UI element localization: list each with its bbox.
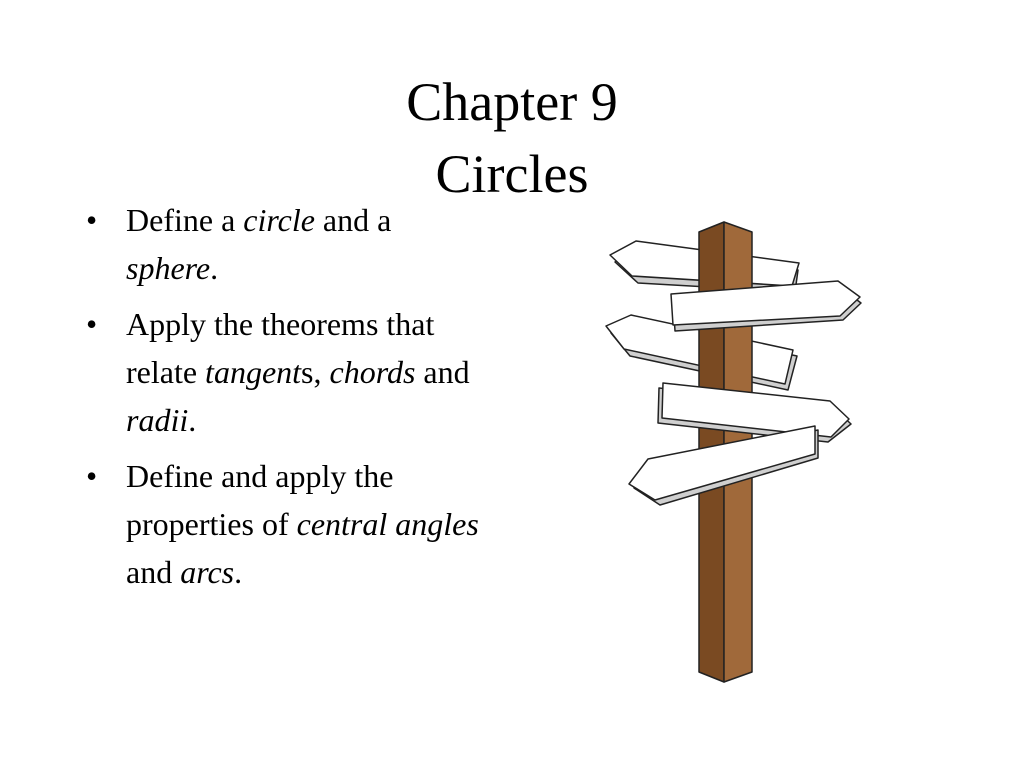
bullet-text: . <box>210 250 219 286</box>
slide-title: Chapter 9 Circles <box>0 66 1024 210</box>
bullet-item-3: • Define and apply the properties of cen… <box>86 452 486 596</box>
bullet-text: and <box>126 554 181 590</box>
bullet-emphasis: chords <box>329 354 416 390</box>
bullet-emphasis: sphere <box>126 250 211 286</box>
signpost-icon <box>605 221 862 683</box>
bullet-text: . <box>234 554 243 590</box>
bullet-marker: • <box>86 306 98 342</box>
bullet-emphasis: circle <box>243 202 315 238</box>
bullet-emphasis: tangent <box>205 354 302 390</box>
bullet-text: Apply the theorems that relate <box>126 306 435 390</box>
bullet-emphasis: arcs <box>180 554 235 590</box>
bullet-text: Define a <box>126 202 244 238</box>
bullet-text: and a <box>314 202 392 238</box>
bullet-text: and <box>415 354 470 390</box>
sign-bottom-left <box>628 425 819 506</box>
bullet-list: • Define a circle and a sphere. • Apply … <box>86 196 486 604</box>
sign-lower-right <box>657 382 852 443</box>
title-line-2: Circles <box>435 144 589 204</box>
bullet-item-1: • Define a circle and a sphere. <box>86 196 486 292</box>
bullet-item-2: • Apply the theorems that relate tangent… <box>86 300 486 444</box>
sign-top-right <box>670 280 862 332</box>
bullet-emphasis: radii <box>126 402 189 438</box>
bullet-text: . <box>188 402 197 438</box>
bullet-emphasis: central angles <box>296 506 479 542</box>
bullet-text: s, <box>301 354 330 390</box>
title-line-1: Chapter 9 <box>406 72 618 132</box>
bullet-text: Define and apply the properties of <box>126 458 394 542</box>
bullet-marker: • <box>86 202 98 238</box>
bullet-marker: • <box>86 458 98 494</box>
